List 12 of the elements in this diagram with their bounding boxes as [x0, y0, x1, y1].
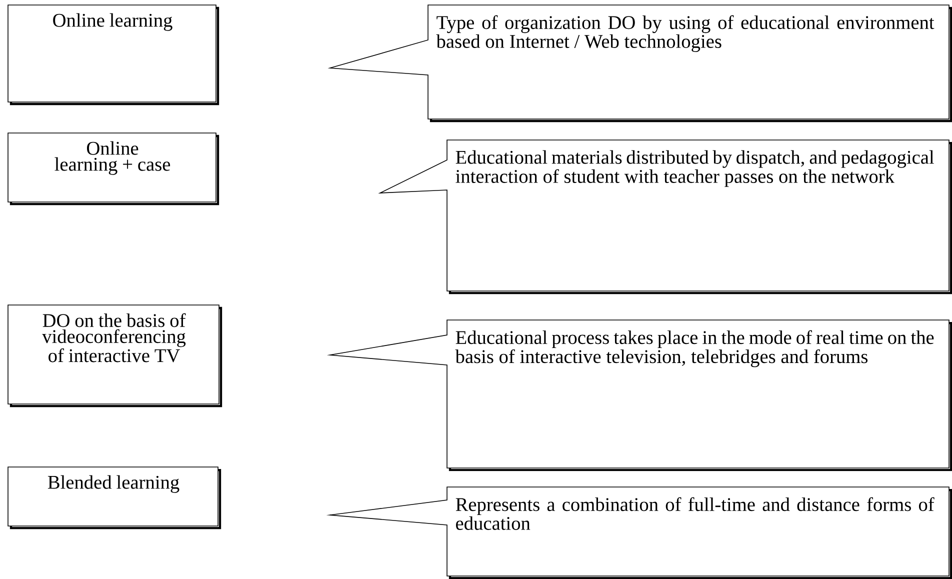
- process-box: DO on the basis of videoconferencing of interactive TV: [8, 304, 222, 408]
- node-label: Educational process takes place in the mode of real time on the basis of interactive television, telebridges and forums: [455, 330, 934, 368]
- node-label: Represents a combination of full-time and distance forms of education: [456, 497, 934, 530]
- node-label: Type of organization DO by using of educational environment based on Internet / Web technologies: [436, 15, 934, 52]
- node-label: Educational materials distributed by dispatch, and pedagogical interaction of student with teacher passes on the network: [456, 150, 934, 187]
- callout-box: Represents a combination of full-time and distance forms of education: [326, 486, 952, 579]
- callout-box: Educational process takes place in the mode of real time on the basis of interactive television, telebridges and forums: [326, 320, 952, 472]
- callout-box: Type of organization DO by using of educational environment based on Internet / Web technologies: [328, 4, 952, 122]
- process-box: Online learning + case: [8, 132, 220, 206]
- process-box: Online learning: [8, 4, 220, 106]
- process-box: Blended learning: [8, 466, 222, 530]
- callout-box: Educational materials distributed by dispatch, and pedagogical interaction of student with teacher passes on the network: [378, 140, 952, 294]
